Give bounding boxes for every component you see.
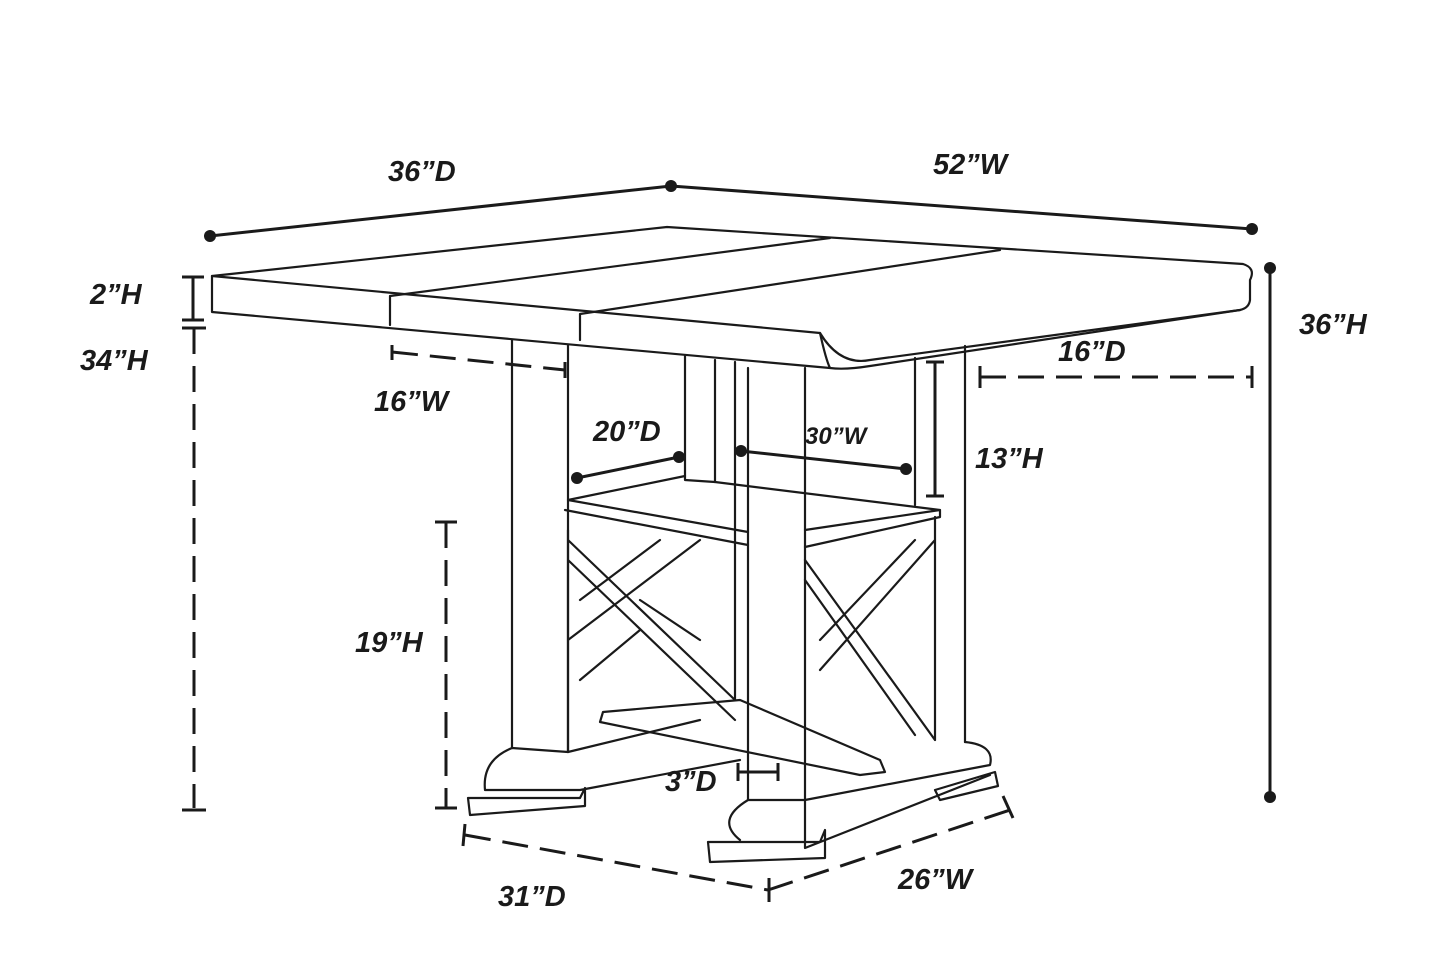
label-total-height: 36”H <box>1299 309 1368 341</box>
tabletop-planks <box>388 236 1002 342</box>
label-shelf-clearance: 13”H <box>975 443 1044 475</box>
back-leg <box>683 354 737 702</box>
table-drawing <box>210 225 1253 864</box>
right-x-brace <box>803 515 937 742</box>
label-base-depth: 31”D <box>498 881 566 913</box>
left-leg <box>510 338 570 754</box>
label-top-depth: 36”D <box>388 156 456 188</box>
tabletop-top-face <box>210 225 1253 362</box>
label-shelf-height: 19”H <box>355 627 424 659</box>
left-foot <box>466 718 742 817</box>
label-top-thickness: 2”H <box>89 279 143 311</box>
dimension-labels: 36”D 52”W 2”H 34”H 16”W 36”H 16”D 20”D 3… <box>80 149 1368 913</box>
label-under-top-height: 34”H <box>80 345 149 377</box>
label-top-width: 52”W <box>933 149 1010 181</box>
label-shelf-depth: 20”D <box>592 416 661 448</box>
stretcher <box>598 698 887 777</box>
dimension-lines <box>182 180 1276 902</box>
tabletop-edge <box>210 274 1242 370</box>
label-overhang-depth: 16”D <box>1058 336 1126 368</box>
right-leg <box>913 344 967 744</box>
label-overhang-width: 16”W <box>374 386 451 418</box>
label-base-width: 26”W <box>897 864 975 896</box>
label-stretcher-depth: 3”D <box>665 766 717 798</box>
left-x-brace <box>566 528 737 754</box>
right-foot <box>706 740 1000 864</box>
center-leg <box>746 366 807 802</box>
shelf <box>563 474 942 549</box>
label-shelf-width: 30”W <box>805 423 869 450</box>
